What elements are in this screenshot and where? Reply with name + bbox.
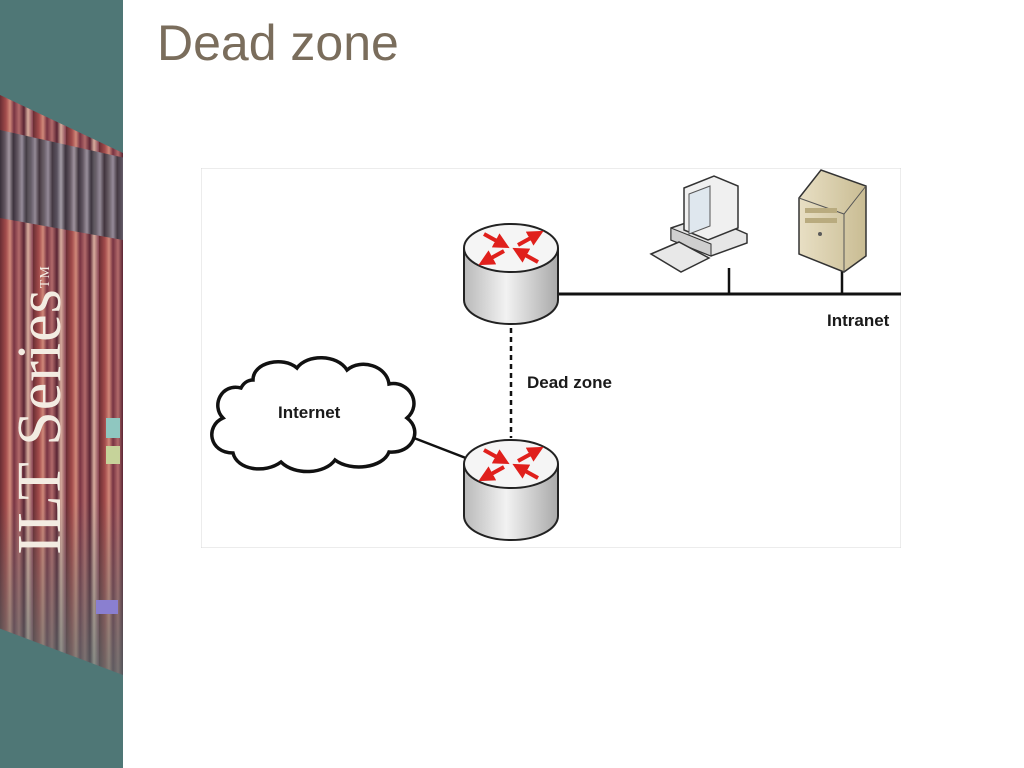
router-icon: [463, 439, 559, 541]
internet-label: Internet: [278, 403, 341, 422]
server-icon: [798, 169, 867, 273]
slide-title: Dead zone: [157, 15, 399, 71]
internet-link: [413, 436, 472, 462]
sidebar-color-chip: [96, 600, 118, 614]
workstation-icon: [649, 175, 748, 273]
dead-zone-label: Dead zone: [527, 373, 612, 392]
intranet-label: Intranet: [827, 311, 890, 330]
sidebar-color-chip: [106, 418, 120, 438]
ilt-series-logo: ILT SeriesTM: [6, 265, 74, 555]
sidebar-decoration: ILT SeriesTM: [0, 0, 123, 768]
sidebar-color-chip: [106, 446, 120, 464]
network-diagram: Internet Dead zone Intranet: [201, 168, 901, 548]
router-icon: [463, 223, 559, 325]
cloud-icon: [210, 356, 417, 474]
